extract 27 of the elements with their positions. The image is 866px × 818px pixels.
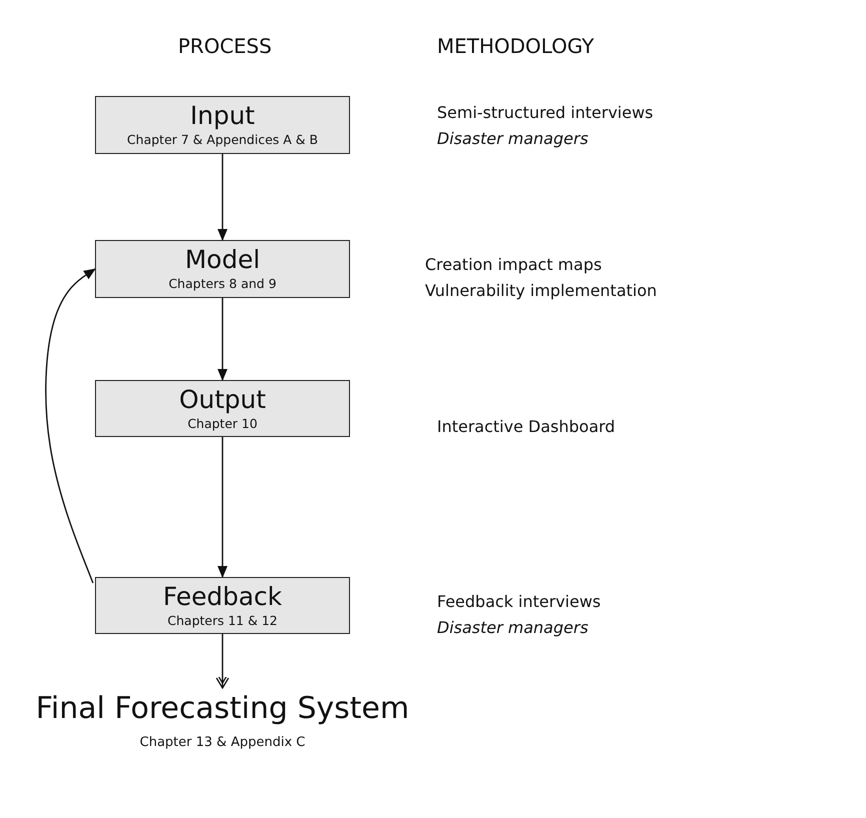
- process-box: [95, 577, 350, 634]
- column-heading: PROCESS: [178, 34, 272, 58]
- result-title: Final Forecasting System: [36, 690, 410, 728]
- methodology-text: Semi-structured interviews: [437, 102, 654, 124]
- box-title: Output: [179, 384, 266, 414]
- chapter-reference: Chapter 7 & Appendices A & B: [127, 131, 318, 149]
- box-title: Feedback: [162, 582, 282, 612]
- arrow: [45, 268, 96, 584]
- methodology-text: Disaster managers: [437, 617, 588, 639]
- process-box: [95, 96, 350, 154]
- box-title: Input: [190, 101, 255, 131]
- chapter-reference: Chapter 13 & Appendix C: [140, 734, 306, 752]
- methodology-text: Vulnerability implementation: [425, 280, 657, 302]
- column-heading: METHODOLOGY: [437, 34, 594, 58]
- methodology-text: Disaster managers: [437, 128, 588, 150]
- box-title: Model: [184, 245, 260, 275]
- process-box: [95, 380, 350, 437]
- methodology-text: Interactive Dashboard: [437, 416, 616, 438]
- methodology-text: Creation impact maps: [425, 254, 602, 276]
- arrow: [218, 437, 228, 578]
- methodology-text: Feedback interviews: [437, 591, 601, 613]
- chapter-reference: Chapters 11 & 12: [168, 612, 278, 630]
- arrow: [218, 298, 228, 381]
- arrow: [218, 154, 228, 241]
- chapter-reference: Chapter 10: [188, 414, 258, 432]
- process-box: [95, 240, 350, 298]
- chapter-reference: Chapters 8 and 9: [168, 275, 276, 293]
